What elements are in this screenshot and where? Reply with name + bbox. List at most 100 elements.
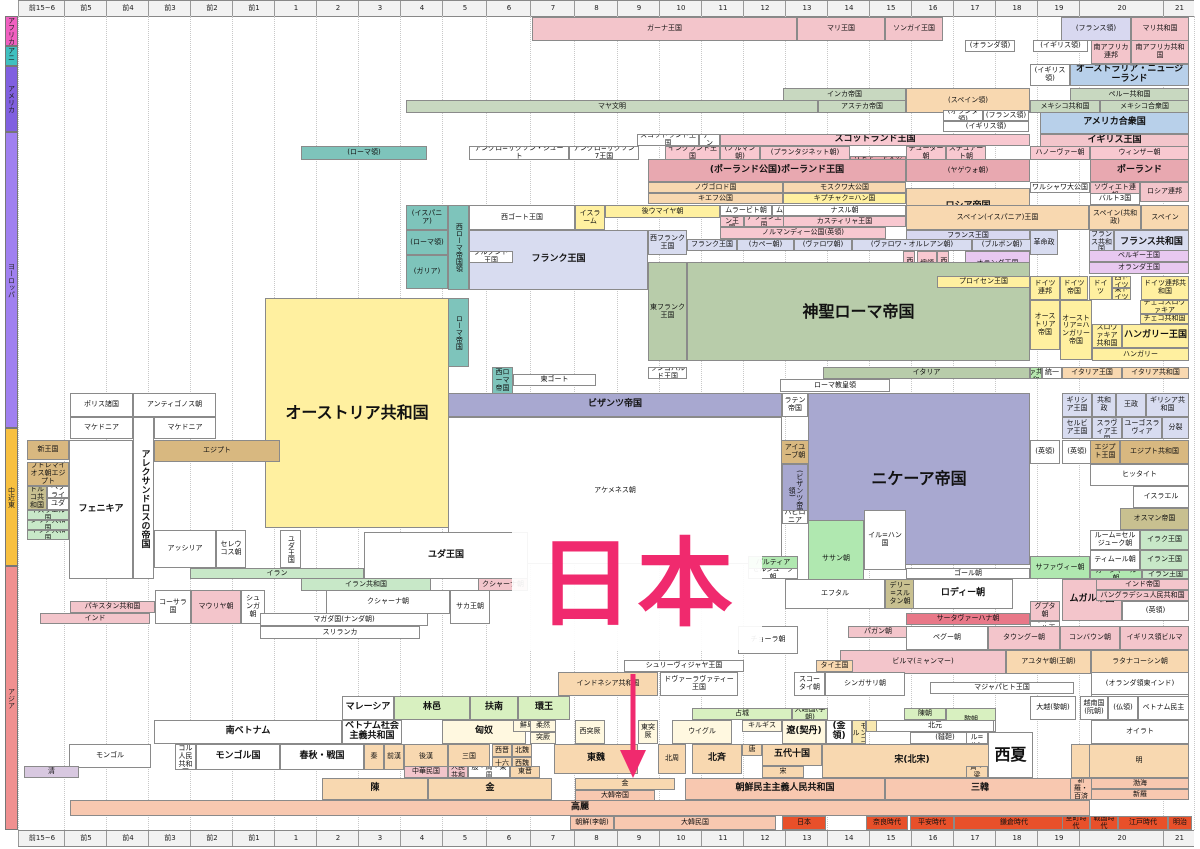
polity-cell: (オランダ領) [965,40,1015,52]
polity-cell: シュリーヴィジャヤ王国 [624,660,744,672]
polity-cell: ハンガリー王国 [1122,324,1189,348]
polity-cell: 金 [575,778,675,790]
polity-cell: サカ王朝 [450,590,490,624]
polity-cell: 西ドイツ [1112,276,1131,288]
polity-cell: 鎌倉時代 [954,816,1074,830]
polity-cell: セルビア王国 [1062,417,1092,439]
axis-tick: 5 [442,831,487,846]
polity-cell: (英領) [1062,440,1092,464]
axis-tick: 11 [701,831,744,846]
polity-cell: パガン朝 [848,626,908,638]
polity-cell: ブルグンド王国 [469,251,513,263]
polity-cell: オランダ王国 [1089,262,1189,274]
polity-cell: 奈良時代 [866,816,908,830]
polity-cell: アレクサンドロスの帝国 [133,417,154,579]
polity-cell: 北魏 [512,744,532,757]
polity-cell: イスラーム [575,205,605,230]
polity-cell: ソンガイ王国 [885,17,943,41]
region-label: アフリカ [5,16,18,46]
polity-cell: 遼(契丹) [782,720,826,744]
polity-cell: 北斉 [692,744,742,774]
polity-cell: ドヴァーラヴァティー王国 [660,672,738,696]
polity-cell: ビルマ(ミャンマー) [840,650,1006,674]
axis-tick: 1 [274,831,317,846]
polity-cell: イギリス領ビルマ [1120,626,1189,650]
region-label: 中近東 [5,428,18,566]
polity-cell: (ポーランド公国)ポーランド王国 [648,159,906,182]
polity-cell: (英領) [1122,601,1189,621]
polity-cell: 朝鮮民主主義人民共和国 [685,778,885,800]
polity-cell: ラタナコーシン朝 [1091,650,1189,674]
axis-tick: 18 [995,1,1038,16]
polity-cell: ステュアート朝 [946,146,986,160]
polity-cell: (仏領) [1108,696,1138,720]
axis-tick: 19 [1037,1,1080,16]
axis-tick: 前15~6 [18,1,65,16]
polity-cell: アイユーブ朝 [780,440,810,464]
axis-tick: 前15~6 [18,831,65,846]
axis-tick: 前1 [232,1,275,16]
polity-cell: ヒッタイト [1090,464,1189,486]
polity-cell: ヴェネツィア共和国・ジェノヴァ共和国・サルデーニャ王国など [1030,367,1042,379]
polity-cell: バングラデシュ人民共和国 [1096,590,1189,601]
axis-tick: 5 [442,1,487,16]
axis-tick: 9 [617,831,660,846]
polity-cell: モンゴル [69,744,151,768]
polity-cell: 革命政 [1030,230,1058,255]
polity-cell: パキスタン共和国 [70,601,155,613]
polity-cell: 室町時代 [1062,816,1090,830]
polity-cell: (ローマ領) [301,146,427,160]
polity-cell: (ローマ領) [406,230,448,255]
polity-cell: イラン王国 [1142,570,1189,579]
polity-cell: イラク共和国 [27,530,69,540]
polity-cell: ドイツ連邦共和国 [1141,276,1189,300]
polity-cell: 五代十国 [762,744,822,766]
polity-cell: エフタル [785,579,885,609]
axis-tick: 前4 [106,1,149,16]
axis-tick: 11 [701,1,744,16]
polity-cell: 陳朝 [904,708,946,720]
polity-cell: トルコ共和国 [27,486,47,510]
polity-cell: チェコ共和国 [1140,314,1189,324]
axis-tick: 3 [358,831,401,846]
polity-cell: ラテン帝国 [782,393,808,417]
polity-cell: ランゴバルド王国 [648,367,687,379]
polity-cell: スペイン(共和政) [1089,205,1141,230]
polity-cell: 大越国(李朝) [792,708,828,720]
polity-cell: セレウコス朝 [216,530,246,568]
polity-cell: ノヴゴロド国 [648,182,783,193]
axis-tick: 14 [827,831,870,846]
polity-cell: オイラト [1091,720,1189,744]
axis-tick: 21 [1163,1,1195,16]
polity-cell: 突厥 [530,732,556,744]
polity-cell: ベトナム民主 [1138,696,1189,720]
polity-cell: ユダ [47,498,69,510]
polity-cell: 西突厥 [575,720,605,744]
polity-cell: アッシリア [154,530,216,568]
polity-cell: ノルマンディー公国(英領) [720,227,886,239]
polity-cell: 林邑 [394,696,470,720]
polity-cell: 環王 [518,696,570,720]
polity-cell: 三国 [448,744,490,770]
polity-cell: スコータイ朝 [794,672,825,696]
polity-cell: 戦国時代 [1090,816,1118,830]
polity-cell: ポーランド [1090,159,1189,182]
polity-cell: (イギリス領) [943,121,1029,132]
polity-cell: カシュガル=ハン国 [966,732,988,744]
polity-cell: オスマン帝国 [1120,508,1189,530]
axis-tick: 2 [316,831,359,846]
polity-cell: ウイグル [672,720,732,744]
axis-tick: 6 [486,1,531,16]
polity-cell: カスティリャ王国 [783,216,906,227]
polity-cell: マレーシア [342,696,394,720]
polity-cell: コンバウン朝 [1060,626,1120,650]
polity-cell: (スペイン領) [906,88,1030,113]
polity-cell: イスラエル国 [27,510,69,520]
axis-tick: 前4 [106,831,149,846]
polity-cell: シリア共和国 [27,520,69,530]
polity-cell: (英領) [1030,440,1060,464]
polity-cell: ビザンツ帝国 [448,393,782,417]
axis-tick: 前1 [232,831,275,846]
polity-cell: ギリシア共和国 [1146,393,1189,417]
